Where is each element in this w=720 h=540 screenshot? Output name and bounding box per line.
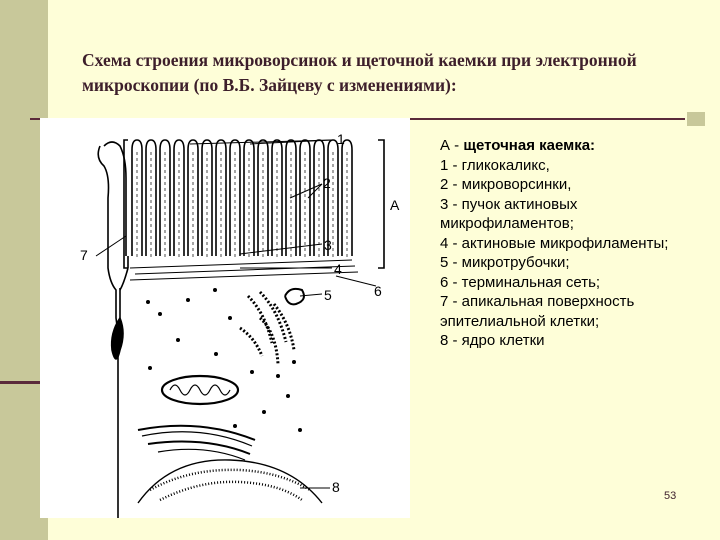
- label-7: 7: [80, 247, 88, 263]
- label-A: А: [390, 197, 400, 213]
- legend-item: 1 - гликокаликс,: [440, 156, 690, 176]
- diagram-svg: 1 2 А 3 4 5 6 7 8: [40, 118, 410, 518]
- legend-item: 2 - микроворсинки,: [440, 175, 690, 195]
- legend-item: 6 - терминальная сеть;: [440, 273, 690, 293]
- legend-item: 5 - микротрубочки;: [440, 253, 690, 273]
- label-2: 2: [323, 175, 331, 191]
- label-1: 1: [337, 131, 345, 147]
- page-number: 53: [664, 490, 676, 502]
- label-5: 5: [324, 287, 332, 303]
- legend-a-prefix: А -: [440, 137, 463, 154]
- label-4: 4: [334, 261, 342, 277]
- legend-item: 7 - апикальная поверхность эпителиальной…: [440, 292, 690, 331]
- label-3: 3: [324, 237, 332, 253]
- microvilli-diagram: 1 2 А 3 4 5 6 7 8: [40, 118, 410, 518]
- legend: А - щеточная каемка: 1 - гликокаликс, 2 …: [440, 136, 690, 351]
- legend-a-term: щеточная каемка:: [463, 137, 595, 154]
- slide-title: Схема строения микроворсинок и щеточной …: [82, 48, 682, 98]
- legend-item: 3 - пучок актиновых микрофиламентов;: [440, 195, 690, 234]
- label-8: 8: [332, 479, 340, 495]
- corner-decor-box: [687, 112, 705, 126]
- legend-item: 8 - ядро клетки: [440, 331, 690, 351]
- label-6: 6: [374, 283, 382, 299]
- legend-item-a: А - щеточная каемка:: [440, 136, 690, 156]
- legend-item: 4 - актиновые микрофиламенты;: [440, 234, 690, 254]
